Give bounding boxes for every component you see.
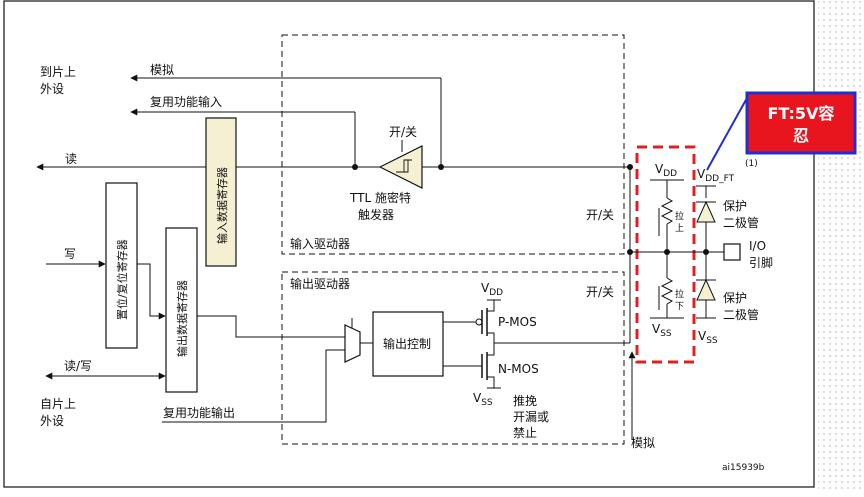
- callout-arrow: [706, 97, 748, 171]
- label-switch-output: 开/关: [586, 285, 614, 299]
- label-pull-word: 拉: [675, 288, 684, 300]
- bottom-protection-diode: [696, 278, 716, 301]
- hysteresis-icon: [396, 159, 412, 173]
- label-disabled: 禁止: [513, 426, 537, 440]
- output-driver-region: [281, 271, 625, 445]
- input-driver-region: [281, 34, 625, 255]
- junction-dot: [438, 164, 444, 170]
- callout-text: FT:5V容: [768, 104, 835, 123]
- label-pin: 引脚: [749, 255, 773, 270]
- output-data-register: [165, 227, 198, 393]
- label-analog-bottom: 模拟: [631, 436, 655, 450]
- pull-resistor-highlight: [635, 145, 696, 364]
- schmitt-trigger-symbol: [378, 145, 423, 189]
- label-to-peripheral: 到片上: [40, 65, 76, 79]
- label-to-peripheral: 外设: [40, 82, 64, 96]
- pmos-gate-bubble: [475, 318, 483, 326]
- top-protection-diode: [696, 200, 716, 223]
- label-from-peripheral: 外设: [40, 414, 64, 428]
- callout-box: [745, 91, 857, 155]
- outer-frame: [3, 0, 815, 488]
- label-protect-top: 保护: [723, 199, 747, 213]
- label-pmos: P-MOS: [498, 315, 537, 329]
- label-output-control: 输出控制: [383, 336, 431, 351]
- label-trigger: 触发器: [358, 207, 394, 222]
- figure-id: ai15939b: [722, 463, 765, 473]
- label-push-pull: 推挽: [513, 394, 537, 408]
- label-footnote: (1): [745, 159, 758, 169]
- label-vdd-pull: VDD: [655, 162, 677, 179]
- input-data-register: [205, 117, 237, 267]
- label-vdd-ft: VDD_FT: [697, 167, 735, 184]
- callout-text: 忍: [793, 126, 809, 145]
- label-switch-input: 开/关: [586, 208, 614, 222]
- label-nmos: N-MOS: [498, 362, 539, 376]
- label-alt-func-output: 复用功能输出: [163, 405, 235, 420]
- label-pull-down: 下: [675, 302, 684, 312]
- label-read: 读: [65, 152, 77, 166]
- pmos-terminals: [487, 300, 495, 343]
- background-dot-pattern: [818, 0, 864, 493]
- io-pin-pad: [723, 243, 741, 261]
- label-input-data-register: 输入数据寄存器: [215, 167, 229, 244]
- label-vss-pull: VSS: [652, 322, 672, 339]
- label-vss-out: VSS: [473, 391, 493, 408]
- label-write: 写: [64, 247, 76, 261]
- output-reg-to-mux-wire: [197, 315, 345, 338]
- label-pull-up: 上: [675, 223, 684, 234]
- label-output-driver: 输出驱动器: [290, 276, 350, 291]
- nmos-terminals: [487, 343, 495, 388]
- label-switch-top: 开/关: [389, 125, 417, 139]
- label-alt-func-input: 复用功能输入: [150, 94, 222, 109]
- output-mux: [344, 324, 361, 363]
- label-read-write: 读/写: [64, 359, 92, 373]
- label-protect-top: 二极管: [723, 215, 759, 230]
- label-ttl: TTL 施密特: [349, 190, 411, 205]
- label-vdd-out: VDD: [481, 281, 503, 298]
- label-vss-diode: VSS: [698, 329, 718, 346]
- pullup-resistor: [660, 197, 674, 225]
- junction-dot: [352, 164, 358, 170]
- label-protect-bottom: 保护: [723, 291, 747, 305]
- output-control-block: [372, 311, 444, 377]
- set-reset-register: [105, 182, 138, 349]
- label-output-data-register: 输出数据寄存器: [175, 280, 189, 357]
- label-io: I/O: [749, 239, 766, 253]
- label-open-drain: 开漏或: [513, 410, 549, 424]
- label-analog-top: 模拟: [150, 63, 174, 77]
- label-from-peripheral: 自片上: [40, 397, 76, 411]
- label-input-driver: 输入驱动器: [290, 236, 350, 251]
- label-pull-word: 拉: [675, 210, 684, 222]
- label-set-reset-register: 置位/复位寄存器: [115, 239, 129, 320]
- label-protect-bottom: 二极管: [723, 307, 759, 322]
- pulldown-resistor: [660, 277, 674, 305]
- set-reset-to-output-wire: [137, 263, 166, 320]
- alt-output-wire: [162, 349, 345, 423]
